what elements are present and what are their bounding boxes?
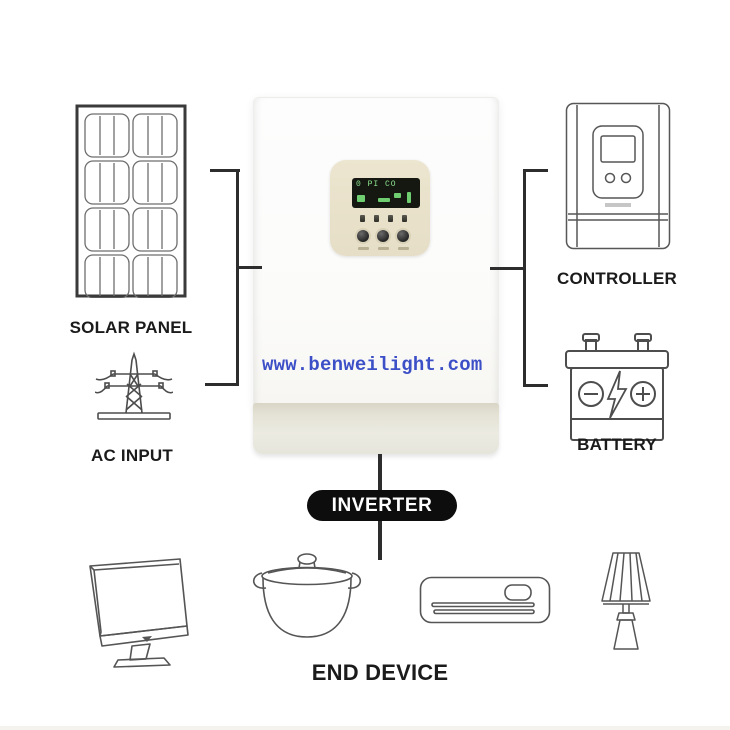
- wire-left-to-inverter: [236, 266, 262, 269]
- air-conditioner-icon: [419, 576, 551, 624]
- inverter-control-panel: 0 PI CO: [330, 160, 430, 256]
- panel-button: [397, 230, 409, 242]
- monitor-logo-glyph: [142, 636, 152, 642]
- charge-controller-icon: [565, 102, 671, 250]
- wire-right-vertical: [523, 169, 526, 387]
- solar-panel-icon: [75, 104, 187, 298]
- panel-button: [377, 230, 389, 242]
- wire-solar-horizontal: [210, 169, 240, 172]
- solar-panel-label: SOLAR PANEL: [69, 318, 193, 337]
- controller-label: CONTROLLER: [556, 269, 678, 288]
- wire-inverter-down-upper: [378, 454, 382, 492]
- indicator-icon: [374, 215, 379, 222]
- watermark-text: www.benweilight.com: [262, 354, 483, 376]
- button-caption: [358, 247, 369, 250]
- wire-left-vertical: [236, 169, 239, 386]
- power-tower-icon: [95, 348, 173, 426]
- wire-controller-horizontal: [523, 169, 548, 172]
- indicator-icon: [388, 215, 393, 222]
- wire-right-to-inverter: [490, 267, 526, 270]
- lcd-flow-glyph: [394, 193, 401, 198]
- battery-label: BATTERY: [577, 435, 657, 454]
- inverter-lcd-screen: 0 PI CO: [352, 178, 420, 208]
- lcd-text: 0 PI CO: [356, 180, 397, 189]
- lcd-bar-glyph: [407, 192, 411, 203]
- table-lamp-icon: [597, 551, 655, 653]
- end-device-label: END DEVICE: [311, 660, 449, 685]
- indicator-icon: [402, 215, 407, 222]
- button-caption: [398, 247, 409, 250]
- inverter-badge-label: INVERTER: [331, 494, 433, 516]
- lcd-arrow-glyph: [378, 198, 390, 202]
- button-caption: [378, 247, 389, 250]
- monitor-icon: [84, 556, 196, 668]
- image-bottom-edge: [0, 726, 730, 730]
- wire-inverter-down-lower: [378, 519, 382, 560]
- wire-battery-horizontal: [523, 384, 548, 387]
- inverter-bottom-band: [253, 403, 499, 454]
- indicator-icon: [360, 215, 365, 222]
- ac-input-label: AC INPUT: [91, 446, 173, 465]
- inverter-badge: INVERTER: [307, 490, 457, 521]
- lcd-battery-glyph: [357, 195, 365, 202]
- wire-ac-horizontal: [205, 383, 239, 386]
- panel-button: [357, 230, 369, 242]
- battery-icon: [562, 327, 672, 453]
- controller-logo-smudge: [605, 203, 631, 207]
- cooking-pot-icon: [252, 551, 362, 645]
